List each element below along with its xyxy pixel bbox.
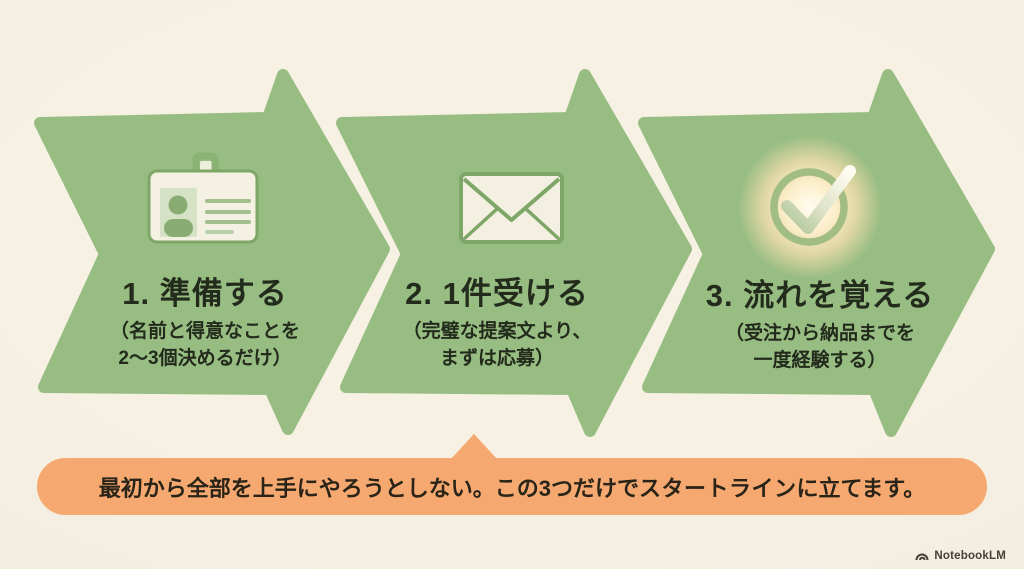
step-2-subtitle-line-2: まずは応募） bbox=[439, 348, 554, 370]
step-1-title: 1. 準備する bbox=[122, 276, 288, 311]
step-arrow-3 bbox=[638, 69, 995, 437]
step-1-subtitle: （名前と得意なことを 2〜3個決めるだけ） bbox=[110, 318, 300, 372]
step-3-subtitle: （受注から納品までを 一度経験する） bbox=[706, 320, 935, 374]
watermark-label: NotebookLM bbox=[934, 550, 1006, 562]
step-3-subtitle-line-1: （受注から納品までを bbox=[724, 323, 916, 345]
summary-banner: 最初から全部を上手にやろうとしない。この3つだけでスタートラインに立てます。 bbox=[37, 458, 987, 515]
envelope-icon bbox=[459, 172, 564, 244]
summary-banner-text: 最初から全部を上手にやろうとしない。この3つだけでスタートラインに立てます。 bbox=[99, 471, 925, 503]
step-arrow-2 bbox=[336, 69, 692, 437]
step-1-subtitle-line-2: 2〜3個決めるだけ） bbox=[118, 348, 292, 370]
step-3-subtitle-line-2: 一度経験する） bbox=[753, 350, 887, 372]
glow-halo bbox=[738, 135, 882, 279]
step-2-title: 2. 1件受ける bbox=[405, 276, 589, 311]
step-arrow-1 bbox=[34, 69, 390, 435]
step-2-subtitle: （完璧な提案文より、 まずは応募） bbox=[403, 318, 592, 372]
step-3-text: 3. 流れを覚える （受注から納品までを 一度経験する） bbox=[705, 278, 935, 374]
notebooklm-watermark: NotebookLM bbox=[915, 548, 1006, 564]
step-2-text: 2. 1件受ける （完璧な提案文より、 まずは応募） bbox=[403, 276, 592, 372]
banner-text-emphasis: スタートライン bbox=[639, 475, 797, 501]
banner-text-normal-1: 最初から全部を上手にやろうとしない。この3つだけで bbox=[98, 475, 640, 501]
id-card-icon bbox=[147, 152, 259, 244]
check-circle-icon bbox=[738, 135, 882, 279]
banner-text-normal-2: に立てます。 bbox=[796, 475, 926, 501]
step-3-title: 3. 流れを覚える bbox=[705, 278, 935, 313]
step-1-text: 1. 準備する （名前と得意なことを 2〜3個決めるだけ） bbox=[110, 276, 300, 372]
step-1-subtitle-line-1: （名前と得意なことを bbox=[109, 321, 301, 343]
step-2-subtitle-line-1: （完璧な提案文より、 bbox=[402, 321, 592, 343]
notebooklm-logo-icon bbox=[915, 553, 929, 561]
